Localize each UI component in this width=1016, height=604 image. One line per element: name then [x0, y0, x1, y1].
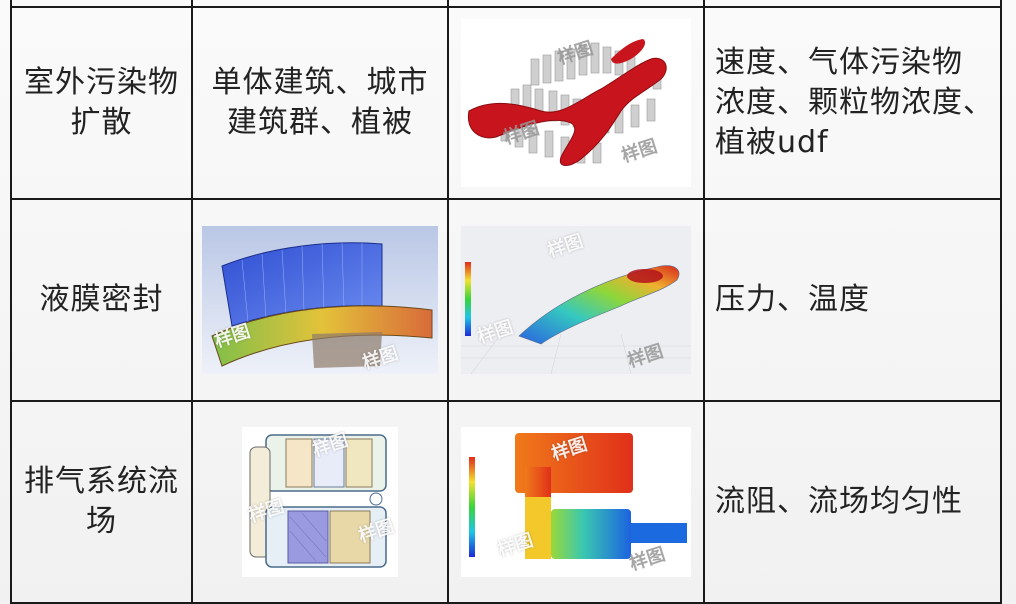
- results-line: 植被udf: [715, 125, 829, 160]
- image-cell: 样图 样图 样图: [447, 6, 705, 200]
- pollutant-plume-over-buildings-image: 样图 样图 样图: [461, 19, 691, 187]
- results-line: 浓度、颗粒物浓度、: [715, 85, 994, 120]
- case-name-line: 排气系统流: [24, 464, 179, 499]
- exhaust-pressure-contour-image: 样图 样图 样图: [461, 427, 691, 577]
- image-cell: 样图 样图 样图: [191, 400, 449, 604]
- pollutant-plume-svg: [461, 19, 691, 187]
- table-row: 排气系统流 场: [10, 400, 1002, 604]
- exhaust-system-cad-image: 样图 样图 样图: [242, 427, 398, 577]
- results-line: 流阻、流场均匀性: [715, 484, 963, 519]
- image-cell: 样图 样图: [191, 198, 449, 402]
- case-name-cell: 排气系统流 场: [10, 400, 193, 604]
- results-cell: 流阻、流场均匀性: [703, 400, 1002, 604]
- results-cell: 速度、气体污染物 浓度、颗粒物浓度、 植被udf: [703, 6, 1002, 200]
- simulation-cases-table: 室外污染物 扩散 单体建筑、城市 建筑群、植被: [10, 0, 1002, 604]
- objects-line: 建筑群、植被: [227, 105, 413, 140]
- image-cell: 样图 样图 样图: [447, 400, 705, 604]
- seal-mesh-model-image: 样图 样图: [202, 226, 438, 374]
- case-name-line: 液膜密封: [39, 282, 164, 317]
- results-line: 压力、温度: [715, 282, 870, 317]
- case-name-line: 室外污染物: [24, 65, 179, 100]
- results-line: 速度、气体污染物: [715, 45, 963, 80]
- objects-cell: 单体建筑、城市 建筑群、植被: [191, 6, 449, 200]
- case-name-line: 场: [86, 504, 117, 539]
- seal-pressure-contour-image: 样图 样图 样图: [461, 226, 691, 374]
- case-name-cell: 液膜密封: [10, 198, 193, 402]
- seal-mesh-svg: [202, 226, 438, 374]
- results-cell: 压力、温度: [703, 198, 1002, 402]
- table-row: 室外污染物 扩散 单体建筑、城市 建筑群、植被: [10, 6, 1002, 200]
- table-row: 液膜密封: [10, 198, 1002, 402]
- case-name-cell: 室外污染物 扩散: [10, 6, 193, 200]
- seal-pressure-svg: [461, 226, 691, 374]
- image-cell: 样图 样图 样图: [447, 198, 705, 402]
- exhaust-cad-svg: [242, 427, 398, 577]
- objects-line: 单体建筑、城市: [211, 65, 429, 100]
- case-name-line: 扩散: [70, 105, 133, 140]
- table-row-top-clipped: [10, 0, 1002, 8]
- exhaust-pressure-svg: [461, 427, 691, 577]
